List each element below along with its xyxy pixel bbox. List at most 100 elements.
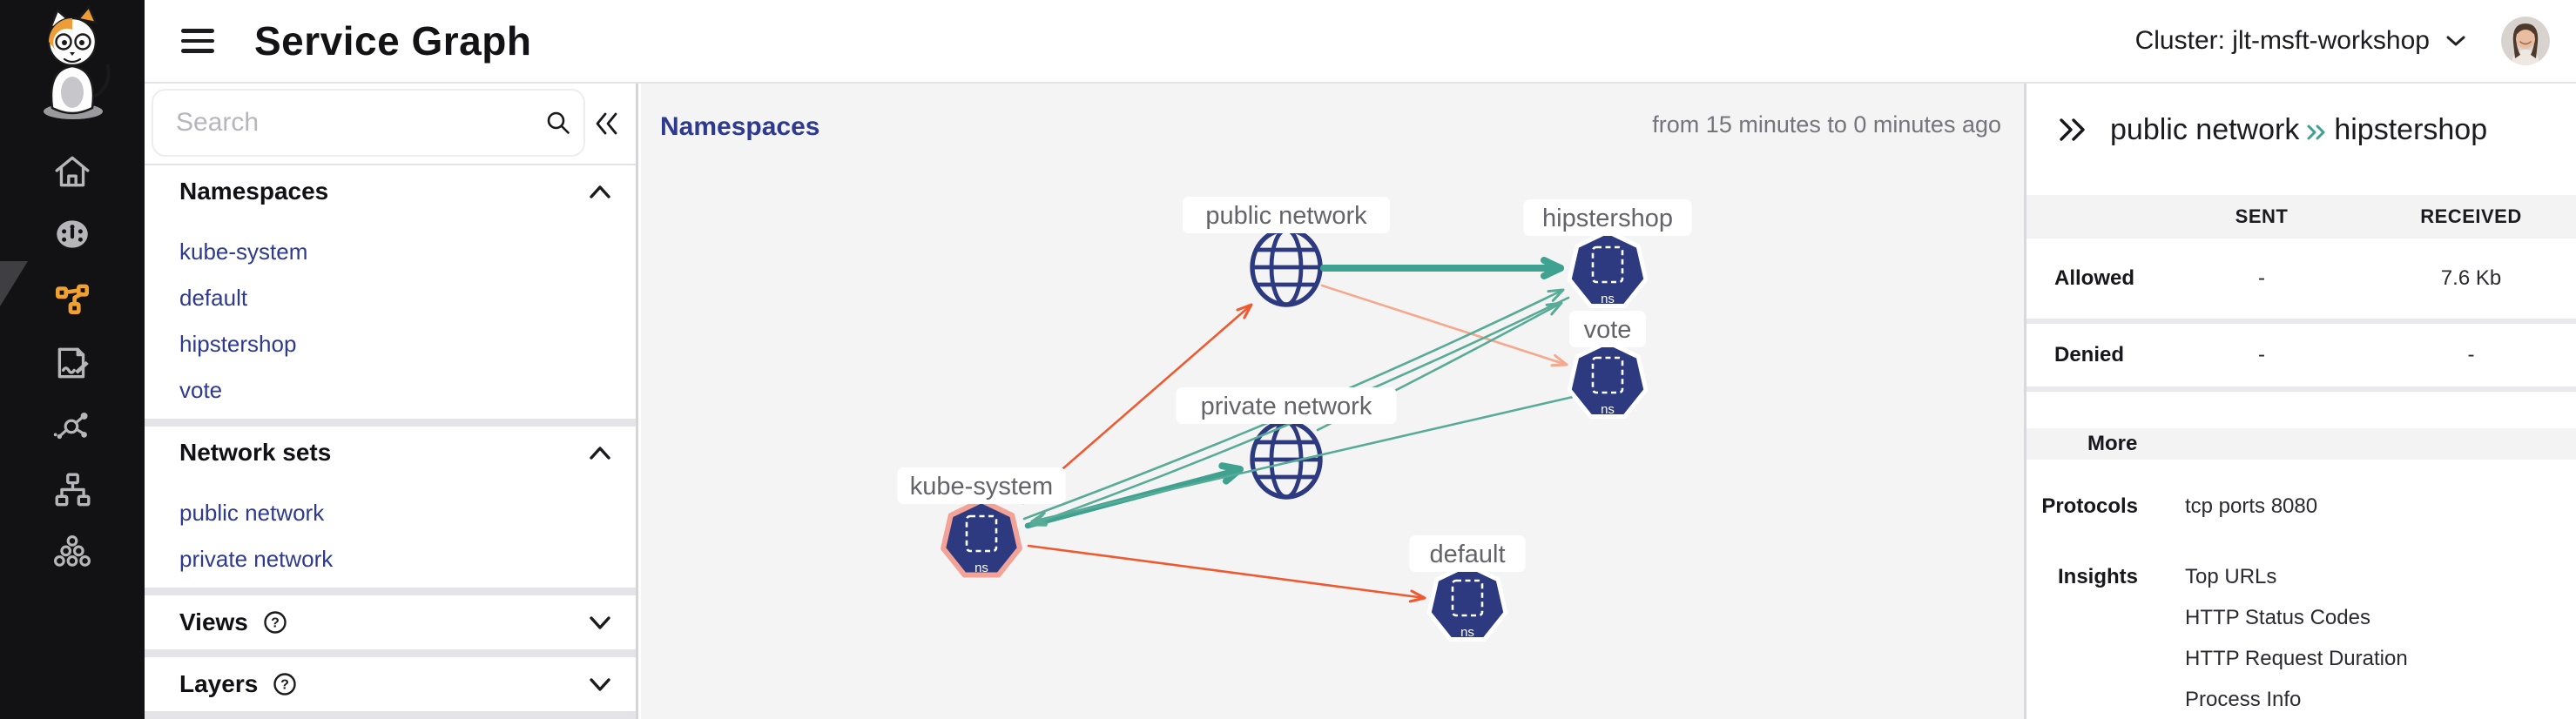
table-row-allowed: Allowed - 7.6 Kb [2026, 239, 2576, 319]
section-header-namespaces[interactable]: Namespaces [145, 165, 636, 218]
graph-node-label-kube-system[interactable]: kube-system [897, 467, 1066, 504]
connections-icon[interactable] [51, 407, 93, 448]
graph-node-label-hipstershop[interactable]: hipstershop [1523, 199, 1692, 236]
insights-label: Insights [2057, 565, 2138, 588]
expand-panel-icon[interactable] [2058, 118, 2087, 142]
graph-node-kube-system[interactable]: ns [941, 498, 1022, 578]
more-label: More [2087, 432, 2138, 455]
breadcrumb-target: hipstershop [2334, 112, 2488, 146]
graph-node-default[interactable]: ns [1426, 562, 1508, 642]
denied-received-value: - [2467, 343, 2475, 366]
namespace-hipstershop[interactable]: hipstershop [179, 331, 297, 357]
reports-icon[interactable] [51, 342, 93, 384]
chevron-up-icon [589, 446, 611, 460]
page-title: Service Graph [254, 18, 532, 64]
denied-sent-value: - [2258, 343, 2265, 366]
allowed-received-value: 7.6 Kb [2440, 266, 2502, 290]
protocols-values: tcp ports 8080 [2185, 486, 2576, 527]
dashboard-icon[interactable] [51, 213, 93, 255]
svg-text:?: ? [280, 678, 289, 693]
svg-text:public network: public network [1205, 202, 1367, 230]
protocol-value-tcp-ports-8080: tcp ports 8080 [2185, 494, 2318, 518]
more-section-header: More [2026, 428, 2576, 460]
search-input[interactable] [176, 91, 463, 155]
row-label: Denied [2054, 343, 2125, 366]
details-header: public network hipstershop [2026, 84, 2576, 195]
graph-node-private-network[interactable] [1250, 420, 1323, 500]
details-panel: public network hipstershop SENT RECEIVED… [2024, 84, 2576, 719]
hamburger-menu-icon[interactable] [181, 29, 214, 53]
divider [145, 711, 636, 719]
graph-view-label: Namespaces [660, 112, 820, 141]
column-received: RECEIVED [2420, 205, 2522, 227]
chevron-down-icon [2445, 34, 2466, 48]
svg-text:kube-system: kube-system [910, 473, 1053, 501]
namespaces-list: kube-system default hipstershop vote [145, 229, 636, 419]
edge-breadcrumb: public network hipstershop [2110, 113, 2487, 147]
graph-node-label-public-network[interactable]: public network [1183, 197, 1390, 233]
namespace-default[interactable]: default [179, 285, 248, 311]
cluster-nodes-icon[interactable] [51, 532, 93, 574]
kubeshark-logo[interactable] [12, 5, 132, 124]
namespace-vote[interactable]: vote [179, 377, 223, 403]
graph-node-vote[interactable]: ns [1567, 339, 1649, 419]
network-set-private-network[interactable]: private network [179, 546, 334, 572]
user-avatar[interactable] [2501, 17, 2550, 65]
filters-panel: Namespaces kube-system default hipstershop… [145, 84, 638, 719]
service-graph-canvas[interactable]: ns ns ns ns public network hipstershop vote pri… [641, 84, 2024, 719]
divider [2026, 319, 2576, 324]
section-title: Layers [179, 670, 259, 697]
svg-text:hipstershop: hipstershop [1542, 205, 1673, 232]
graph-node-label-vote[interactable]: vote [1569, 311, 1646, 347]
home-icon[interactable] [51, 151, 93, 192]
section-header-layers[interactable]: Layers ? [145, 657, 636, 711]
allowed-sent-value: - [2258, 266, 2265, 290]
breadcrumb-source: public network [2110, 112, 2300, 146]
section-header-network-sets[interactable]: Network sets [145, 427, 636, 479]
graph-node-label-default[interactable]: default [1409, 535, 1526, 572]
top-bar: Service Graph Cluster: jlt-msft-workshop [145, 0, 2576, 84]
search-box [152, 89, 585, 157]
namespace-kube-system[interactable]: kube-system [179, 239, 308, 265]
divider [145, 588, 636, 595]
section-header-views[interactable]: Views ? [145, 595, 636, 649]
network-set-public-network[interactable]: public network [179, 500, 325, 526]
protocols-row: Protocols tcp ports 8080 [2026, 486, 2576, 527]
divider [145, 419, 636, 427]
help-icon[interactable]: ? [272, 671, 298, 697]
chevron-down-icon [589, 615, 611, 630]
ns-badge: ns [1460, 625, 1474, 640]
graph-edge-vote--kube-system[interactable] [1030, 395, 1575, 525]
divider [2026, 386, 2576, 392]
svg-text:private network: private network [1201, 393, 1372, 420]
help-icon[interactable]: ? [262, 609, 288, 635]
service-graph-svg[interactable]: ns ns ns ns public network hipstershop vote pri… [641, 84, 2024, 719]
svg-text:default: default [1429, 541, 1505, 568]
insight-value-http-status-codes: HTTP Status Codes [2185, 606, 2370, 629]
graph-node-hipstershop[interactable]: ns [1567, 229, 1649, 308]
app-sidebar [0, 0, 145, 719]
sidebar-active-notch [0, 261, 28, 306]
table-row-denied: Denied - - [2026, 324, 2576, 386]
search-row [145, 84, 636, 165]
row-label: Allowed [2054, 266, 2135, 290]
search-icon[interactable] [545, 110, 571, 136]
graph-edge-public-network--vote[interactable] [1320, 284, 1568, 367]
insight-value-http-request-duration: HTTP Request Duration [2185, 647, 2408, 670]
hierarchy-icon[interactable] [51, 469, 93, 511]
column-sent: SENT [2235, 205, 2289, 227]
cluster-selector[interactable]: Cluster: jlt-msft-workshop [2135, 26, 2466, 56]
graph-node-public-network[interactable] [1250, 227, 1323, 307]
graph-edge-kube-system--default[interactable] [1027, 544, 1426, 603]
insight-value-process-info: Process Info [2185, 688, 2302, 711]
traffic-table-header: SENT RECEIVED [2026, 195, 2576, 239]
service-graph-icon[interactable] [51, 278, 93, 319]
chevron-down-icon [589, 677, 611, 692]
section-title: Network sets [179, 439, 332, 466]
ns-badge: ns [974, 561, 988, 575]
collapse-panel-icon[interactable] [594, 111, 620, 137]
graph-node-label-private-network[interactable]: private network [1176, 387, 1397, 424]
cluster-label: Cluster: jlt-msft-workshop [2134, 26, 2430, 55]
